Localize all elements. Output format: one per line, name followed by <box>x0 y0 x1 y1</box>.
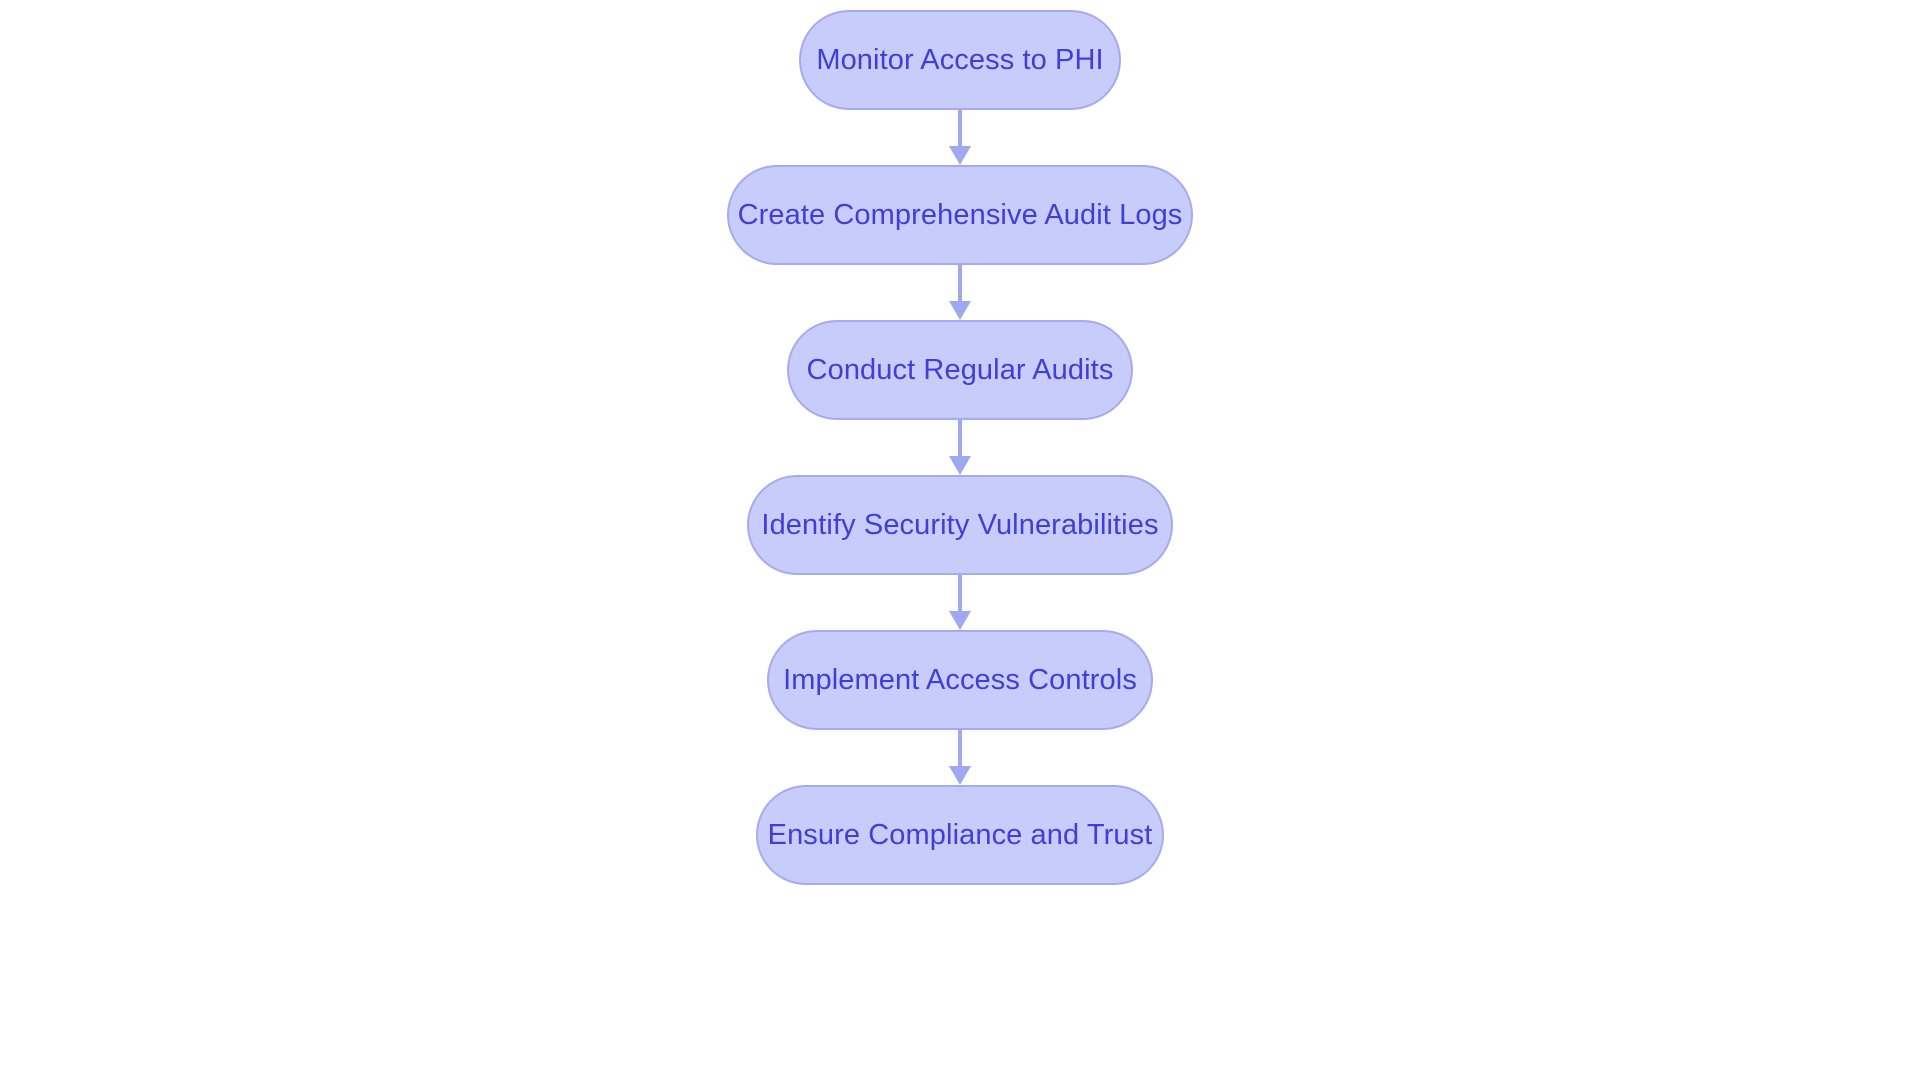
flow-edge-n0-n1 <box>942 110 978 165</box>
connector-line <box>958 575 962 615</box>
flow-node-implement-access-controls[interactable]: Implement Access Controls <box>767 630 1153 730</box>
flow-node-ensure-compliance-and-trust[interactable]: Ensure Compliance and Trust <box>756 785 1164 885</box>
flow-edge-n1-n2 <box>942 265 978 320</box>
down-arrow-icon <box>949 766 971 785</box>
flow-node-label: Create Comprehensive Audit Logs <box>737 198 1183 231</box>
connector-line <box>958 730 962 770</box>
flow-node-label: Conduct Regular Audits <box>806 353 1114 386</box>
flow-node-monitor-access-to-phi[interactable]: Monitor Access to PHI <box>799 10 1121 110</box>
down-arrow-icon <box>949 456 971 475</box>
down-arrow-icon <box>949 146 971 165</box>
flow-edge-n4-n5 <box>942 730 978 785</box>
flow-node-create-comprehensive-audit-logs[interactable]: Create Comprehensive Audit Logs <box>727 165 1193 265</box>
flow-node-label: Ensure Compliance and Trust <box>767 818 1153 851</box>
flow-edge-n2-n3 <box>942 420 978 475</box>
connector-line <box>958 420 962 460</box>
connector-line <box>958 265 962 305</box>
flow-edge-n3-n4 <box>942 575 978 630</box>
flow-node-label: Implement Access Controls <box>783 663 1137 696</box>
flow-node-conduct-regular-audits[interactable]: Conduct Regular Audits <box>787 320 1133 420</box>
down-arrow-icon <box>949 301 971 320</box>
flow-node-label: Monitor Access to PHI <box>816 43 1104 76</box>
flow-node-label: Identify Security Vulnerabilities <box>761 508 1159 541</box>
flow-node-identify-security-vulnerabilities[interactable]: Identify Security Vulnerabilities <box>747 475 1173 575</box>
connector-line <box>958 110 962 150</box>
down-arrow-icon <box>949 611 971 630</box>
